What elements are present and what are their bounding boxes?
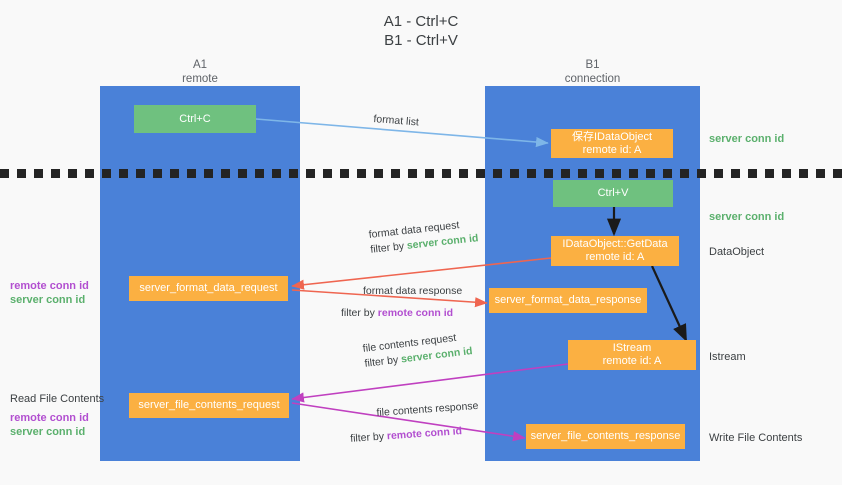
flow-label-file-contents-response-filter-prefix: filter by — [349, 430, 388, 445]
flow-label-format-data-response-filter: filter by remote conn id — [341, 306, 462, 321]
box-ctrl-v-label: Ctrl+V — [597, 187, 629, 199]
phase-divider — [0, 169, 842, 178]
column-left-name: A1 — [192, 59, 208, 71]
box-server-format-data-response[interactable]: server_format_data_response — [489, 288, 647, 313]
column-header-right: B1 connection — [485, 58, 700, 86]
arrow-file-contents-response — [291, 402, 526, 442]
label-left-format-remote-conn-id: remote conn id — [10, 280, 89, 292]
flow-label-format-data-response-line1: format data response — [363, 285, 463, 297]
flow-label-file-contents-response-filter-value: remote conn id — [386, 425, 463, 443]
flow-label-file-contents-request-filter-prefix: filter by — [363, 353, 402, 370]
title-line-2: B1 - Ctrl+V — [384, 32, 458, 49]
flow-label-file-contents-response: file contents response filter by remote … — [350, 399, 481, 445]
label-left-format-server-conn-id: server conn id — [10, 294, 86, 306]
box-server-file-contents-request[interactable]: server_file_contents_request — [129, 393, 289, 418]
box-idataobject-getdata[interactable]: IDataObject::GetData remote id: A — [551, 236, 679, 266]
box-save-idataobject[interactable]: 保存IDataObject remote id: A — [551, 129, 673, 158]
flow-label-format-list-text: format list — [372, 112, 420, 129]
box-ctrl-v[interactable]: Ctrl+V — [553, 180, 673, 207]
label-left-file-remote-conn-id: remote conn id — [10, 412, 89, 424]
label-istream: Istream — [709, 351, 746, 363]
label-server-conn-id-ctrlv: server conn id — [709, 211, 785, 223]
flow-label-format-data-request-filter-prefix: filter by — [369, 239, 408, 256]
box-server-format-data-response-label: server_format_data_response — [494, 294, 642, 306]
box-istream[interactable]: IStream remote id: A — [568, 340, 696, 370]
box-server-file-contents-response-label: server_file_contents_response — [530, 430, 681, 442]
arrow-file-contents-request — [291, 363, 569, 403]
box-server-format-data-request[interactable]: server_format_data_request — [129, 276, 288, 301]
column-header-left: A1 remote — [100, 58, 300, 86]
box-ctrl-c-label: Ctrl+C — [179, 112, 211, 125]
box-save-idataobject-line2: remote id: A — [582, 143, 642, 156]
title-line-1: A1 - Ctrl+C — [383, 13, 459, 30]
box-server-file-contents-response[interactable]: server_file_contents_response — [526, 424, 685, 449]
flow-label-format-data-response: format data response filter by remote co… — [341, 284, 463, 321]
label-read-file-contents: Read File Contents — [10, 393, 105, 405]
label-server-conn-id-top: server conn id — [709, 133, 785, 145]
box-idataobject-getdata-line1: IDataObject::GetData — [562, 238, 668, 250]
box-idataobject-getdata-line2: remote id: A — [585, 251, 645, 263]
label-write-file-contents: Write File Contents — [709, 432, 803, 444]
box-server-file-contents-request-label: server_file_contents_request — [138, 399, 280, 411]
box-istream-line1: IStream — [612, 342, 652, 354]
flow-label-format-data-response-filter-value: remote conn id — [377, 307, 454, 319]
arrow-format-data-response — [291, 289, 488, 308]
arrow-format-data-request — [291, 257, 552, 290]
arrow-format-list — [255, 118, 549, 148]
column-left-role: remote — [182, 73, 218, 85]
flow-label-format-data-response-filter-prefix: filter by — [341, 307, 378, 319]
column-right-name: B1 — [585, 59, 600, 71]
box-server-format-data-request-label: server_format_data_request — [139, 282, 278, 294]
box-istream-line2: remote id: A — [602, 355, 662, 367]
label-left-file-server-conn-id: server conn id — [10, 426, 86, 438]
box-ctrl-c[interactable]: Ctrl+C — [134, 105, 256, 133]
column-right-role: connection — [564, 73, 621, 85]
arrow-getdata-to-istream — [651, 265, 687, 342]
label-dataobject: DataObject — [709, 246, 765, 258]
box-save-idataobject-line1: 保存IDataObject — [571, 130, 653, 143]
